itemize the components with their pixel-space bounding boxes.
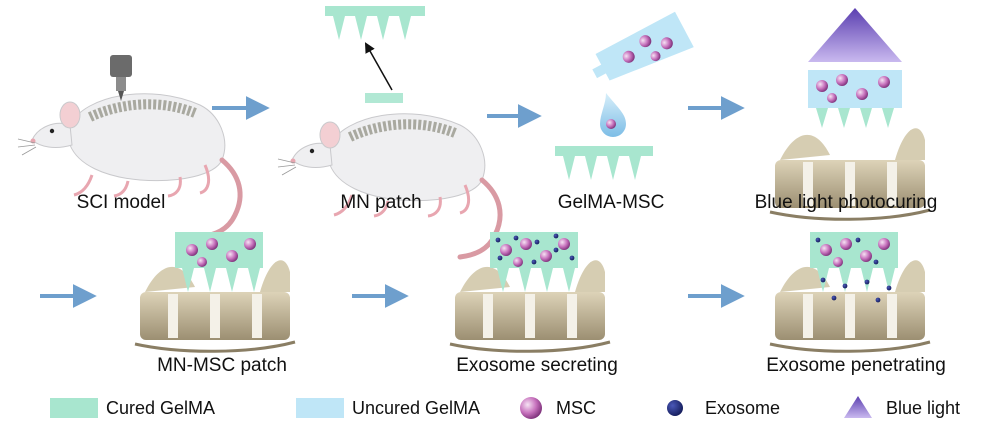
blue-light-photocuring-illustration	[768, 8, 932, 221]
legend-label-exosome: Exosome	[705, 398, 781, 418]
legend-swatch-blue-light	[844, 396, 872, 418]
legend-swatch-msc	[520, 397, 542, 419]
legend-swatch-cured-gelma	[50, 398, 98, 418]
microneedle-patch-icon	[325, 6, 425, 40]
mn-msc-patch-illustration	[133, 232, 297, 353]
legend-swatch-uncured-gelma	[296, 398, 344, 418]
pointer-arrow	[364, 42, 393, 91]
sci-model-illustration	[18, 55, 240, 237]
mn-patch-illustration	[278, 93, 500, 257]
step-label-mn-patch: MN patch	[340, 192, 422, 213]
step-label-exosome-secreting: Exosome secreting	[456, 355, 618, 376]
legend-label-cured-gelma: Cured GelMA	[106, 398, 216, 418]
step-label-gelma-msc: GelMA-MSC	[557, 192, 665, 213]
exosome-secreting-illustration	[448, 232, 612, 353]
impactor-icon	[110, 55, 132, 77]
exosome-penetrating-illustration	[768, 232, 932, 353]
legend-label-blue-light: Blue light	[886, 398, 961, 418]
gelma-msc-illustration	[555, 11, 694, 180]
step-label-blue-light-photocuring: Blue light photocuring	[754, 192, 938, 213]
legend-swatch-exosome	[667, 400, 683, 416]
blue-light-triangle-icon	[808, 8, 902, 62]
legend-label-uncured-gelma: Uncured GelMA	[352, 398, 481, 418]
droplet-icon	[600, 93, 626, 137]
step-label-exosome-penetrating: Exosome penetrating	[766, 355, 946, 376]
step-label-sci-model: SCI model	[76, 192, 166, 213]
step-label-mn-msc-patch: MN-MSC patch	[157, 355, 287, 376]
legend-label-msc: MSC	[556, 398, 596, 418]
